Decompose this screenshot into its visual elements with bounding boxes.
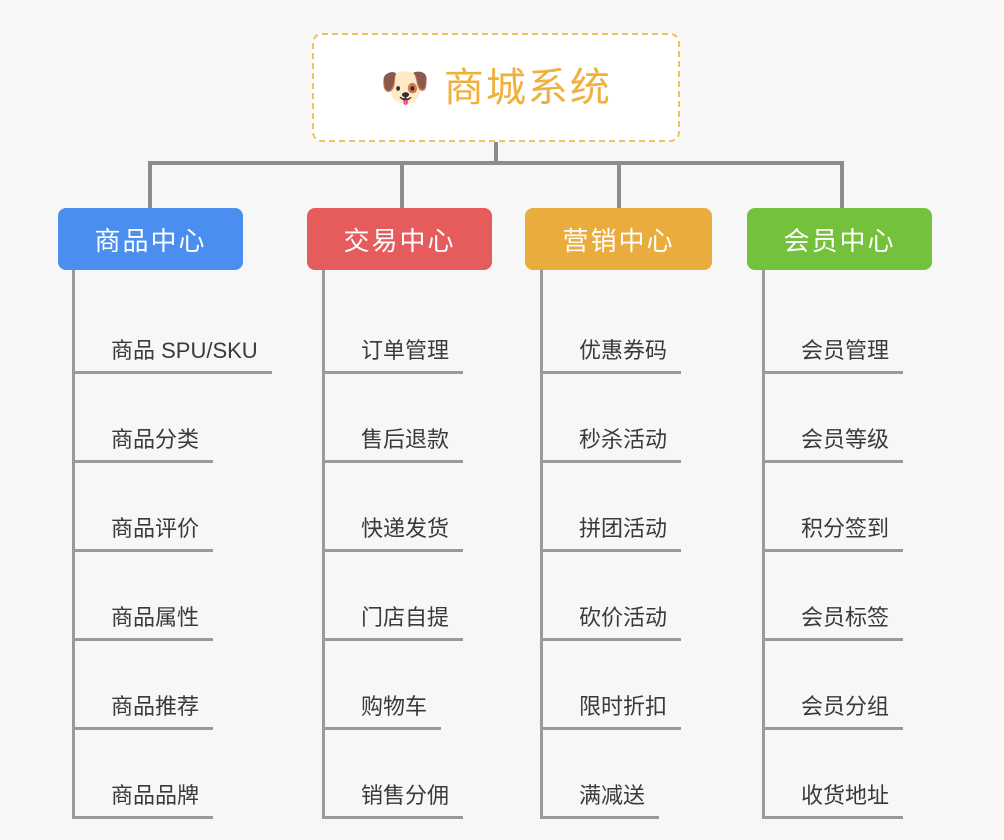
column-member-center: 会员中心 会员管理 会员等级 积分签到 会员标签 会员分组 收货地址 bbox=[747, 208, 932, 819]
leaf-label: 砍价活动 bbox=[543, 607, 682, 641]
leaf-label: 门店自提 bbox=[325, 607, 464, 641]
leaf-label: 收货地址 bbox=[765, 785, 904, 819]
leaf-label: 优惠券码 bbox=[543, 340, 682, 374]
category-header-marketing-center[interactable]: 营销中心 bbox=[525, 208, 712, 270]
leaf-label: 商品 SPU/SKU bbox=[75, 340, 272, 374]
root-title: 商城系统 bbox=[443, 65, 612, 110]
list-item[interactable]: 秒杀活动 bbox=[543, 374, 712, 463]
leaf-list-marketing-center: 优惠券码 秒杀活动 拼团活动 砍价活动 限时折扣 满减送 bbox=[540, 270, 712, 819]
leaf-list-trade-center: 订单管理 售后退款 快递发货 门店自提 购物车 销售分佣 bbox=[322, 270, 492, 819]
leaf-label: 会员标签 bbox=[765, 607, 904, 641]
list-item[interactable]: 会员等级 bbox=[765, 374, 932, 463]
list-item[interactable]: 销售分佣 bbox=[325, 730, 492, 819]
leaf-label: 购物车 bbox=[325, 696, 442, 730]
list-item[interactable]: 商品 SPU/SKU bbox=[75, 285, 272, 374]
list-item[interactable]: 满减送 bbox=[543, 730, 712, 819]
list-item[interactable]: 限时折扣 bbox=[543, 641, 712, 730]
connector-drop-product-center bbox=[148, 161, 152, 208]
connector-root-stem bbox=[494, 142, 498, 163]
connector-drop-trade-center bbox=[400, 161, 404, 208]
list-item[interactable]: 积分签到 bbox=[765, 463, 932, 552]
leaf-label: 订单管理 bbox=[325, 340, 464, 374]
list-item[interactable]: 优惠券码 bbox=[543, 285, 712, 374]
connector-drop-member-center bbox=[840, 161, 844, 208]
list-item[interactable]: 商品分类 bbox=[75, 374, 272, 463]
list-item[interactable]: 订单管理 bbox=[325, 285, 492, 374]
list-item[interactable]: 拼团活动 bbox=[543, 463, 712, 552]
category-label: 商品中心 bbox=[94, 225, 207, 256]
list-item[interactable]: 商品评价 bbox=[75, 463, 272, 552]
leaf-label: 商品品牌 bbox=[75, 785, 214, 819]
category-header-product-center[interactable]: 商品中心 bbox=[58, 208, 243, 270]
leaf-list-product-center: 商品 SPU/SKU 商品分类 商品评价 商品属性 商品推荐 商品品牌 bbox=[72, 270, 272, 819]
list-item[interactable]: 商品属性 bbox=[75, 552, 272, 641]
list-item[interactable]: 门店自提 bbox=[325, 552, 492, 641]
leaf-label: 商品推荐 bbox=[75, 696, 214, 730]
root-node[interactable]: 🐶 商城系统 bbox=[312, 33, 680, 142]
leaf-label: 商品属性 bbox=[75, 607, 214, 641]
leaf-list-member-center: 会员管理 会员等级 积分签到 会员标签 会员分组 收货地址 bbox=[762, 270, 932, 819]
leaf-label: 会员分组 bbox=[765, 696, 904, 730]
category-label: 会员中心 bbox=[783, 225, 896, 256]
category-header-member-center[interactable]: 会员中心 bbox=[747, 208, 932, 270]
leaf-label: 销售分佣 bbox=[325, 785, 464, 819]
leaf-label: 商品分类 bbox=[75, 429, 214, 463]
leaf-label: 拼团活动 bbox=[543, 518, 682, 552]
leaf-label: 会员管理 bbox=[765, 340, 904, 374]
list-item[interactable]: 砍价活动 bbox=[543, 552, 712, 641]
category-label: 营销中心 bbox=[562, 225, 675, 256]
list-item[interactable]: 售后退款 bbox=[325, 374, 492, 463]
leaf-label: 秒杀活动 bbox=[543, 429, 682, 463]
list-item[interactable]: 会员管理 bbox=[765, 285, 932, 374]
category-label: 交易中心 bbox=[343, 225, 456, 256]
leaf-label: 会员等级 bbox=[765, 429, 904, 463]
column-product-center: 商品中心 商品 SPU/SKU 商品分类 商品评价 商品属性 商品推荐 商品品牌 bbox=[58, 208, 272, 819]
category-header-trade-center[interactable]: 交易中心 bbox=[307, 208, 492, 270]
list-item[interactable]: 会员标签 bbox=[765, 552, 932, 641]
leaf-label: 限时折扣 bbox=[543, 696, 682, 730]
column-marketing-center: 营销中心 优惠券码 秒杀活动 拼团活动 砍价活动 限时折扣 满减送 bbox=[525, 208, 712, 819]
list-item[interactable]: 会员分组 bbox=[765, 641, 932, 730]
leaf-label: 满减送 bbox=[543, 785, 660, 819]
list-item[interactable]: 收货地址 bbox=[765, 730, 932, 819]
shiba-dog-face-icon: 🐶 bbox=[380, 65, 430, 110]
column-trade-center: 交易中心 订单管理 售后退款 快递发货 门店自提 购物车 销售分佣 bbox=[307, 208, 492, 819]
connector-drop-marketing-center bbox=[617, 161, 621, 208]
leaf-label: 商品评价 bbox=[75, 518, 214, 552]
connector-bus-bar bbox=[148, 161, 844, 165]
list-item[interactable]: 购物车 bbox=[325, 641, 492, 730]
list-item[interactable]: 商品品牌 bbox=[75, 730, 272, 819]
list-item[interactable]: 快递发货 bbox=[325, 463, 492, 552]
leaf-label: 积分签到 bbox=[765, 518, 904, 552]
leaf-label: 快递发货 bbox=[325, 518, 464, 552]
list-item[interactable]: 商品推荐 bbox=[75, 641, 272, 730]
leaf-label: 售后退款 bbox=[325, 429, 464, 463]
